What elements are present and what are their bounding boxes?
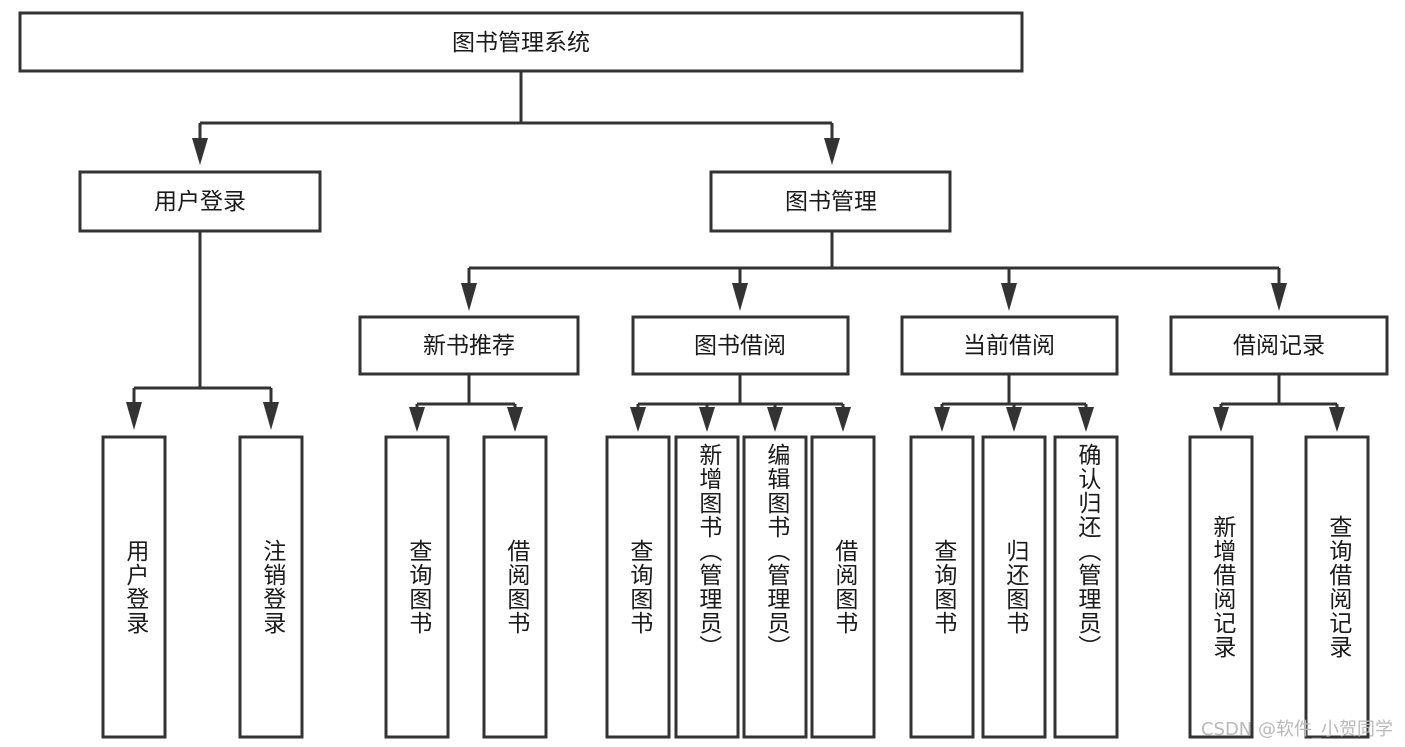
leaf-box-logout[interactable]: [238, 435, 304, 739]
node-current-borrow[interactable]: 当前借阅: [900, 315, 1119, 376]
arrow-head-to-borrow-record: [1271, 283, 1287, 311]
node-book-mgmt-box[interactable]: [709, 170, 952, 233]
leaf-box-query-book-2[interactable]: [605, 435, 671, 739]
leaf-box-query-book-3[interactable]: [909, 435, 975, 739]
node-borrow-record-box[interactable]: [1169, 315, 1389, 376]
node-book-mgmt-label: 图书管理: [785, 189, 877, 215]
node-book-borrow-box[interactable]: [631, 315, 850, 376]
arrow-head-leaf-query-book-1: [409, 407, 425, 432]
connector-group-book-borrow: [630, 374, 851, 432]
connector-group-book-mgmt: [461, 231, 1287, 311]
connector-group-current-borrow: [934, 374, 1094, 432]
arrow-head-leaf-add-record: [1213, 407, 1229, 432]
arrow-head-leaf-user-login: [126, 402, 142, 430]
leaf-box-edit-book[interactable]: [742, 435, 808, 739]
node-current-borrow-box[interactable]: [900, 315, 1119, 376]
node-new-book-rec-box[interactable]: [358, 315, 580, 376]
arrow-head-to-book-borrow: [732, 283, 748, 311]
arrow-head-leaf-edit-book: [767, 407, 783, 432]
node-user-login-box[interactable]: [78, 170, 322, 233]
connector-group-new-book-rec: [409, 374, 523, 432]
node-user-login-label: 用户登录: [154, 189, 246, 215]
node-root-label: 图书管理系统: [452, 30, 590, 56]
arrow-head-leaf-confirm-return: [1078, 407, 1094, 432]
arrow-head-leaf-add-book: [699, 407, 715, 432]
node-current-borrow-label: 当前借阅: [963, 333, 1055, 359]
arrow-head-leaf-query-book-3: [934, 407, 950, 432]
leaf-box-query-book-1[interactable]: [384, 435, 450, 739]
node-book-mgmt[interactable]: 图书管理: [709, 170, 952, 233]
leaf-box-add-record[interactable]: [1188, 435, 1254, 739]
leaf-box-query-record[interactable]: [1304, 435, 1370, 739]
node-new-book-rec[interactable]: 新书推荐: [358, 315, 580, 376]
leaf-box-confirm-return[interactable]: [1053, 435, 1119, 739]
leaf-box-borrow-book-2[interactable]: [810, 435, 876, 739]
arrow-head-leaf-borrow-book-2: [835, 407, 851, 432]
connector-group-root: [192, 71, 840, 165]
node-borrow-record-label: 借阅记录: [1233, 333, 1325, 359]
node-borrow-record[interactable]: 借阅记录: [1169, 315, 1389, 376]
arrow-head-to-new-book-rec: [461, 283, 477, 311]
leaf-box-add-book[interactable]: [674, 435, 740, 739]
arrow-head-leaf-query-book-2: [630, 407, 646, 432]
leaf-boxes: [101, 435, 1370, 739]
arrow-head-to-user-login: [192, 138, 208, 165]
arrow-head-leaf-return-book: [1006, 407, 1022, 432]
arrow-head-to-book-mgmt: [824, 138, 840, 165]
node-book-borrow-label: 图书借阅: [694, 333, 786, 359]
node-book-borrow[interactable]: 图书借阅: [631, 315, 850, 376]
node-root-box[interactable]: [18, 11, 1024, 73]
connector-group-borrow-record: [1213, 374, 1345, 432]
node-new-book-rec-label: 新书推荐: [423, 333, 515, 359]
connector-group-user-login: [126, 231, 279, 430]
arrow-head-leaf-borrow-book-1: [507, 407, 523, 432]
arrow-head-leaf-logout: [263, 402, 279, 430]
node-user-login[interactable]: 用户登录: [78, 170, 322, 233]
arrow-head-to-current-borrow: [1001, 283, 1017, 311]
node-root[interactable]: 图书管理系统: [18, 11, 1024, 73]
leaf-box-user-login[interactable]: [101, 435, 167, 739]
arrow-head-leaf-query-record: [1329, 407, 1345, 432]
leaf-box-borrow-book-1[interactable]: [482, 435, 548, 739]
leaf-box-return-book[interactable]: [981, 435, 1047, 739]
